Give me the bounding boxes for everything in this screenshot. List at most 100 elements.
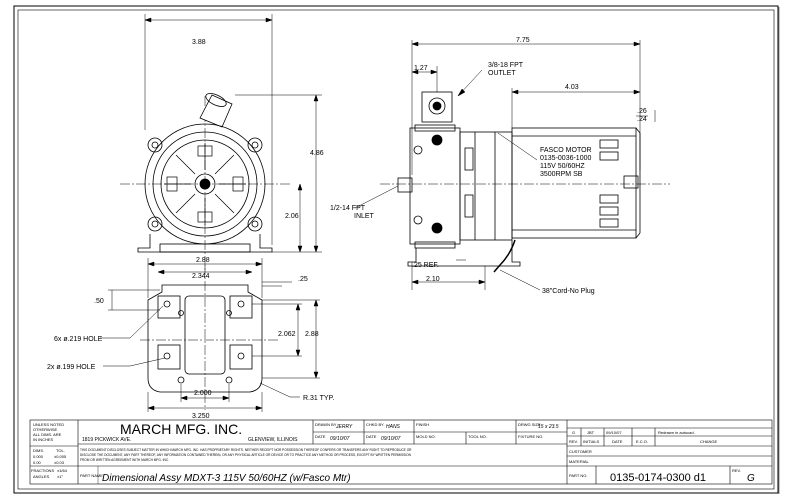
callout-radius: R.31 TYP. (303, 395, 334, 402)
dim-024: .24 (637, 116, 647, 123)
dim-026: .26 (637, 108, 647, 115)
hole-4 (237, 352, 245, 360)
tb-drwg-size: 15 x 23.5 (538, 424, 559, 430)
callout-outlet-1: 3/8-18 FPT (488, 62, 524, 69)
tb-change-hdr: CHANGE (700, 439, 717, 444)
hole-2 (237, 300, 245, 308)
tb-drawn-by-label: DRAWN BY (315, 422, 337, 427)
tb-rev-row-date: 09/10/07 (606, 430, 622, 435)
tb-rev-row-change: Redrawn in autocad. (658, 430, 695, 435)
tb-material-label: MATERIAL (569, 459, 589, 464)
tb-disclaimer-2: DISCLOSE THE DOCUMENT, ANY PART THEREOF,… (80, 453, 412, 457)
side-base (407, 240, 521, 267)
front-base-feet (137, 234, 273, 253)
hole-6 (225, 376, 233, 384)
tb-chkd-by: HANS (386, 424, 401, 430)
tb-chkd-by-label: CHKD BY (366, 422, 384, 427)
front-inlet-center (194, 173, 216, 195)
tb-fractions-val: ±1/64 (57, 468, 68, 473)
front-view (120, 93, 290, 270)
tb-chkd-date-label: DATE (366, 434, 377, 439)
dim-025: .25 (298, 276, 308, 283)
tb-part-no-label: PART NO. (569, 473, 587, 478)
tb-tol2-dim: 0.00 (33, 460, 42, 465)
dim-2000: 2.000 (194, 390, 212, 397)
tb-disclaimer-1: THIS DOCUMENT DISCLOSES SUBJECT MATTER I… (80, 448, 412, 452)
tb-chkd-date: 09/10/07 (381, 436, 401, 442)
tb-address: 1819 PICKWICK AVE. (82, 437, 131, 443)
side-cord (493, 239, 516, 273)
callout-inlet-1: 1/2-14 FPT (330, 205, 366, 212)
tb-finish-label: FINISH (416, 422, 429, 427)
tb-initials-hdr: INITIALS (583, 439, 600, 444)
tb-tol: TOL. (56, 448, 65, 453)
hole-1 (163, 300, 171, 308)
dim-210: 2.10 (426, 276, 440, 283)
drawing-border (13, 5, 779, 494)
side-view (380, 91, 670, 273)
tb-disclaimer-3: FROM OR WRITTEN AGREEMENT WITH MARCH MFG… (80, 458, 169, 462)
callout-hole-6x: 6x ø.219 HOLE (54, 336, 103, 343)
tb-angles-val: ±1° (57, 474, 63, 479)
dim-127: 1.27 (414, 65, 428, 72)
dim-206: 2.06 (285, 213, 299, 220)
tb-unless-noted: UNLESS NOTED (33, 422, 64, 427)
tb-customer-label: CUSTOMER (569, 449, 592, 454)
tb-part-no: 0135-0174-0300 d1 (610, 472, 706, 484)
tb-rev-label: REV. (732, 468, 741, 473)
callout-motor-3: 115V 50/60HZ (540, 163, 585, 170)
dim-288-side: 2.88 (305, 331, 319, 338)
drawing-inner-border (17, 9, 775, 490)
hole-7 (178, 310, 184, 316)
tb-drwg-size-label: DRWG SIZE (518, 422, 541, 427)
tb-tol1-dim: 0.000 (33, 454, 44, 459)
dim-width-775: 7.75 (516, 37, 530, 44)
tb-dims: DIMS. (33, 448, 44, 453)
dim-288-top: 2.88 (196, 257, 210, 264)
tb-fractions: FRACTIONS (31, 468, 54, 473)
callout-motor-2: 0135-0036-1000 (540, 155, 591, 162)
dim-2062: 2.062 (278, 331, 296, 338)
dim-2344: 2.344 (192, 273, 210, 280)
tb-city: GLENVIEW, ILLINOIS (248, 437, 298, 443)
tb-in-inches: IN INCHES (33, 437, 54, 442)
tb-drawn-date-label: DATE (315, 434, 326, 439)
tb-drawn-by: JERRY (335, 424, 353, 430)
bottom-view (140, 265, 280, 410)
tb-tool-label: TOOL NO. (468, 434, 487, 439)
callout-motor-1: FASCO MOTOR (540, 147, 592, 154)
callout-inlet-2: INLET (354, 213, 375, 220)
hole-8 (226, 310, 232, 316)
tb-tol1-val: ±0.005 (54, 454, 67, 459)
tb-rev-row-rev: G (572, 430, 575, 435)
hole-3 (163, 352, 171, 360)
tb-drawn-date: 09/10/07 (330, 436, 350, 442)
front-impeller-spokes (164, 143, 246, 225)
tb-all-dims-are: ALL DIMS. ARE (33, 432, 62, 437)
tb-fixture-label: FIXTURE NO. (518, 434, 543, 439)
dim-025-ref: .25 REF. (412, 262, 439, 269)
title-block (29, 419, 773, 485)
dim-486: 4.86 (310, 150, 324, 157)
front-outlet-nozzle (199, 93, 233, 128)
hole-5 (177, 376, 185, 384)
front-view-dims (144, 14, 322, 253)
tb-part-name: Dimensional Assy MDXT-3 115V 50/60HZ (w/… (102, 473, 351, 484)
callout-motor-4: 3500RPM SB (540, 171, 583, 178)
tb-tol2-val: ±0.03 (54, 460, 65, 465)
dim-3250: 3.250 (192, 413, 210, 420)
dim-050: .50 (94, 298, 104, 305)
bottom-view-dims (100, 258, 320, 412)
tb-otherwise: OTHERWISE (33, 427, 57, 432)
dim-width-388: 3.88 (192, 39, 206, 46)
tb-rev-hdr: REV. (569, 439, 578, 444)
tb-eco-hdr: E.C.O. (636, 439, 648, 444)
callout-outlet-2: OUTLET (488, 70, 516, 77)
side-motor-body (511, 127, 637, 239)
tb-rev: G (747, 473, 755, 484)
tb-angles: ANGLES (33, 474, 50, 479)
callout-hole-2x: 2x ø.199 HOLE (47, 364, 96, 371)
tb-part-name-label: PART NAME (80, 473, 103, 478)
